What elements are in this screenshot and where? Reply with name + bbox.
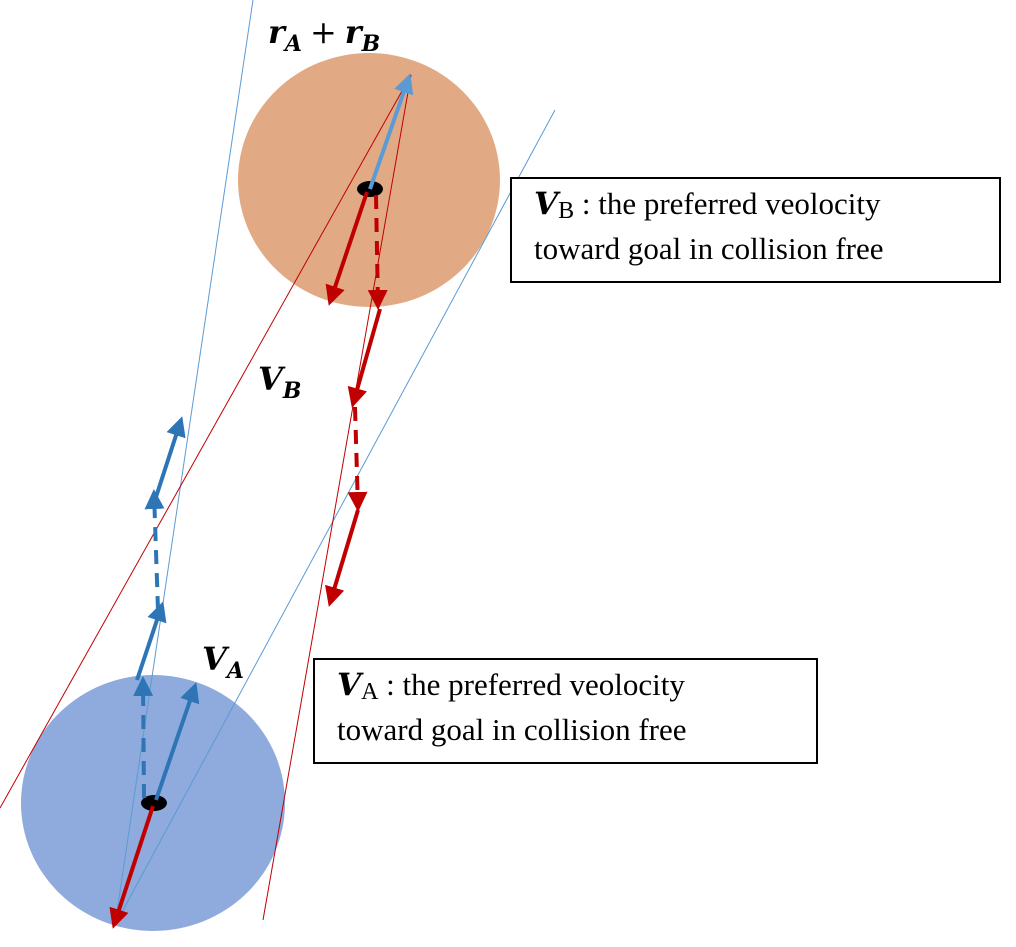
va-definition-box: VA : the preferred veolocity toward goal… bbox=[313, 658, 818, 764]
va-box-symbol: V bbox=[337, 667, 362, 703]
red-cone-right-edge bbox=[262, 74, 412, 921]
agent-a-velocity-arrow-3 bbox=[154, 416, 186, 498]
red-cone-left-edge bbox=[0, 74, 412, 809]
agent-b-velocity-arrow bbox=[325, 191, 369, 306]
va-label: VA bbox=[202, 640, 244, 684]
agent-a-relative-velocity-arrow bbox=[109, 805, 155, 929]
agent-b-dashed-arrow-2 bbox=[347, 406, 368, 512]
blue-cone-right-edge bbox=[114, 109, 556, 926]
agent-b-velocity-arrow-2 bbox=[347, 308, 382, 408]
agent-a-dashed-arrow-1 bbox=[133, 676, 154, 799]
vb-box-separator: : bbox=[574, 186, 599, 221]
va-box-separator: : bbox=[378, 667, 403, 702]
vb-box-line2: toward goal in collision free bbox=[534, 231, 884, 266]
vb-definition-box: VB : the preferred veolocity toward goal… bbox=[510, 177, 1001, 283]
va-box-line1: the preferred veolocity bbox=[402, 667, 685, 702]
va-box-subscript: A bbox=[361, 679, 379, 705]
vb-label: VB bbox=[258, 360, 301, 404]
agent-a-center-dot bbox=[141, 795, 167, 811]
vb-box-line1: the preferred veolocity bbox=[598, 186, 881, 221]
va-box-line2: toward goal in collision free bbox=[337, 712, 687, 747]
agent-a-velocity-arrow-2 bbox=[135, 601, 167, 681]
agent-a-dashed-arrow-2 bbox=[144, 489, 165, 611]
agent-a-velocity-arrow bbox=[154, 682, 200, 801]
agent-b-relative-velocity-arrow bbox=[368, 73, 414, 190]
vb-box-subscript: B bbox=[558, 198, 575, 224]
agent-b-velocity-arrow-3 bbox=[325, 509, 360, 607]
radius-sum-label: rA+rB bbox=[268, 13, 380, 57]
agent-b-dashed-arrow-1 bbox=[367, 194, 388, 310]
blue-cone-left-edge bbox=[114, 0, 254, 926]
agent-b-disc bbox=[238, 53, 500, 307]
vb-box-symbol: V bbox=[534, 186, 559, 222]
